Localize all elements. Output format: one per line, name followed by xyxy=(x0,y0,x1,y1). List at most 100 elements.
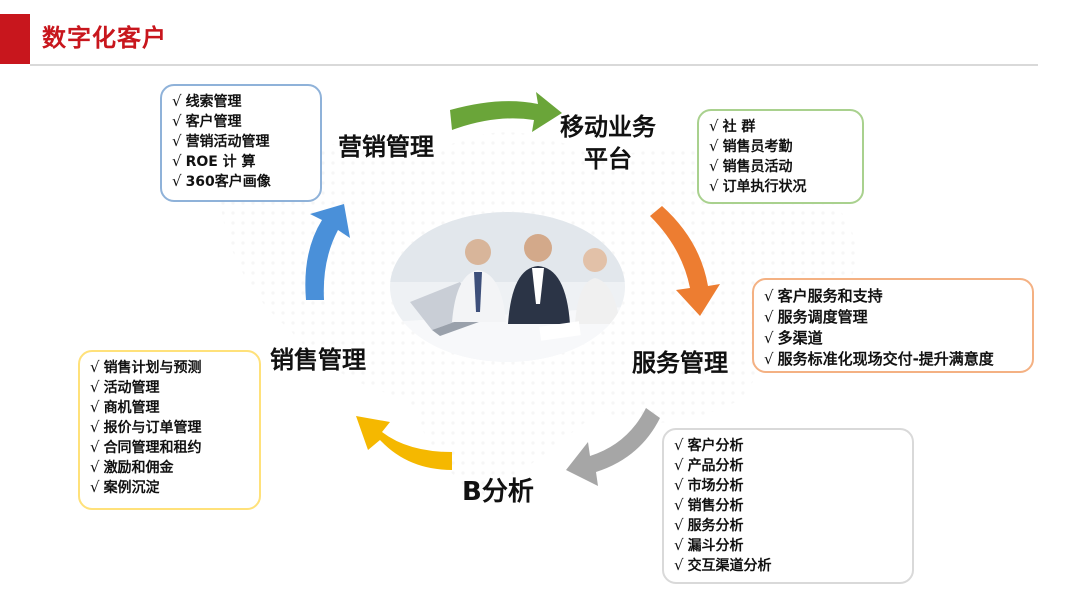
list-item: √市场分析 xyxy=(674,476,902,496)
check-mark-icon: √ xyxy=(90,478,100,496)
list-item-label: 线索管理 xyxy=(185,94,242,110)
check-mark-icon: √ xyxy=(764,308,774,326)
check-mark-icon: √ xyxy=(90,458,100,476)
list-item-label: 客户服务和支持 xyxy=(777,287,883,305)
list-item-label: 市场分析 xyxy=(687,478,744,494)
node-analysis: B分析 xyxy=(462,477,534,507)
check-mark-icon: √ xyxy=(90,378,100,396)
check-mark-icon: √ xyxy=(674,516,684,534)
list-item: √产品分析 xyxy=(674,456,902,476)
list-item: √活动管理 xyxy=(90,378,249,398)
list-item: √漏斗分析 xyxy=(674,536,902,556)
list-item-label: 客户管理 xyxy=(185,114,242,130)
list-item-label: 激励和佣金 xyxy=(103,460,174,476)
check-mark-icon: √ xyxy=(764,350,774,368)
mobile-list: √社 群√销售员考勤√销售员活动√订单执行状况 xyxy=(709,117,852,197)
check-mark-icon: √ xyxy=(674,456,684,474)
list-item: √多渠道 xyxy=(764,328,1022,349)
check-mark-icon: √ xyxy=(674,476,684,494)
list-item-label: 服务分析 xyxy=(687,518,744,534)
list-item-label: ROE 计 算 xyxy=(185,154,256,170)
list-item-label: 销售员活动 xyxy=(722,159,793,175)
check-mark-icon: √ xyxy=(674,556,684,574)
gray-arrow xyxy=(566,408,660,486)
list-item: √客户服务和支持 xyxy=(764,286,1022,307)
check-mark-icon: √ xyxy=(90,398,100,416)
check-mark-icon: √ xyxy=(674,436,684,454)
list-item: √营销活动管理 xyxy=(172,132,310,152)
list-item-label: 社 群 xyxy=(722,119,756,135)
check-mark-icon: √ xyxy=(172,152,182,170)
check-mark-icon: √ xyxy=(709,177,719,195)
check-mark-icon: √ xyxy=(172,172,182,190)
mobile-list-box: √社 群√销售员考勤√销售员活动√订单执行状况 xyxy=(697,109,864,204)
list-item: √服务标准化现场交付-提升满意度 xyxy=(764,349,1022,370)
list-item: √订单执行状况 xyxy=(709,177,852,197)
list-item: √360客户画像 xyxy=(172,172,310,192)
list-item: √销售员考勤 xyxy=(709,137,852,157)
node-mobile-platform: 移动业务 平台 xyxy=(560,111,656,175)
check-mark-icon: √ xyxy=(90,438,100,456)
check-mark-icon: √ xyxy=(709,117,719,135)
analysis-list: √客户分析√产品分析√市场分析√销售分析√服务分析√漏斗分析√交互渠道分析 xyxy=(674,436,902,576)
list-item-label: 报价与订单管理 xyxy=(103,420,202,436)
check-mark-icon: √ xyxy=(172,112,182,130)
yellow-arrow xyxy=(356,416,452,470)
list-item: √商机管理 xyxy=(90,398,249,418)
check-mark-icon: √ xyxy=(674,536,684,554)
list-item: √服务调度管理 xyxy=(764,307,1022,328)
node-service: 服务管理 xyxy=(632,349,728,377)
service-list-box: √客户服务和支持√服务调度管理√多渠道√服务标准化现场交付-提升满意度 xyxy=(752,278,1034,373)
list-item: √客户管理 xyxy=(172,112,310,132)
check-mark-icon: √ xyxy=(172,92,182,110)
list-item: √销售计划与预测 xyxy=(90,358,249,378)
list-item: √服务分析 xyxy=(674,516,902,536)
title-accent-bar xyxy=(0,14,30,64)
check-mark-icon: √ xyxy=(709,157,719,175)
sales-list-box: √销售计划与预测√活动管理√商机管理√报价与订单管理√合同管理和租约√激励和佣金… xyxy=(78,350,261,510)
list-item-label: 合同管理和租约 xyxy=(103,440,202,456)
list-item: √销售员活动 xyxy=(709,157,852,177)
list-item-label: 漏斗分析 xyxy=(687,538,744,554)
blue-arrow xyxy=(305,204,350,300)
list-item-label: 销售员考勤 xyxy=(722,139,793,155)
list-item-label: 多渠道 xyxy=(777,329,823,347)
node-marketing: 营销管理 xyxy=(338,133,434,161)
list-item: √激励和佣金 xyxy=(90,458,249,478)
check-mark-icon: √ xyxy=(172,132,182,150)
list-item-label: 服务调度管理 xyxy=(777,308,868,326)
check-mark-icon: √ xyxy=(709,137,719,155)
analysis-list-box: √客户分析√产品分析√市场分析√销售分析√服务分析√漏斗分析√交互渠道分析 xyxy=(662,428,914,584)
list-item-label: 商机管理 xyxy=(103,400,160,416)
list-item-label: 服务标准化现场交付-提升满意度 xyxy=(777,350,994,368)
list-item: √销售分析 xyxy=(674,496,902,516)
list-item-label: 产品分析 xyxy=(687,458,744,474)
list-item: √ROE 计 算 xyxy=(172,152,310,172)
check-mark-icon: √ xyxy=(674,496,684,514)
list-item: √合同管理和租约 xyxy=(90,438,249,458)
service-list: √客户服务和支持√服务调度管理√多渠道√服务标准化现场交付-提升满意度 xyxy=(764,286,1022,370)
check-mark-icon: √ xyxy=(90,418,100,436)
sales-list: √销售计划与预测√活动管理√商机管理√报价与订单管理√合同管理和租约√激励和佣金… xyxy=(90,358,249,498)
list-item-label: 活动管理 xyxy=(103,380,160,396)
list-item-label: 客户分析 xyxy=(687,438,744,454)
list-item-label: 营销活动管理 xyxy=(185,134,270,150)
list-item: √客户分析 xyxy=(674,436,902,456)
marketing-list-box: √线索管理√客户管理√营销活动管理√ROE 计 算√360客户画像 xyxy=(160,84,322,202)
node-mobile-line2: 平台 xyxy=(584,145,632,173)
orange-arrow xyxy=(650,206,720,316)
node-mobile-line1: 移动业务 xyxy=(560,113,656,141)
page-title: 数字化客户 xyxy=(42,24,167,52)
list-item: √报价与订单管理 xyxy=(90,418,249,438)
list-item-label: 销售计划与预测 xyxy=(103,360,202,376)
list-item-label: 订单执行状况 xyxy=(722,179,807,195)
title-divider xyxy=(30,64,1038,66)
list-item-label: 360客户画像 xyxy=(185,174,271,190)
marketing-list: √线索管理√客户管理√营销活动管理√ROE 计 算√360客户画像 xyxy=(172,92,310,192)
list-item: √社 群 xyxy=(709,117,852,137)
check-mark-icon: √ xyxy=(764,329,774,347)
check-mark-icon: √ xyxy=(764,287,774,305)
list-item: √交互渠道分析 xyxy=(674,556,902,576)
list-item-label: 销售分析 xyxy=(687,498,744,514)
